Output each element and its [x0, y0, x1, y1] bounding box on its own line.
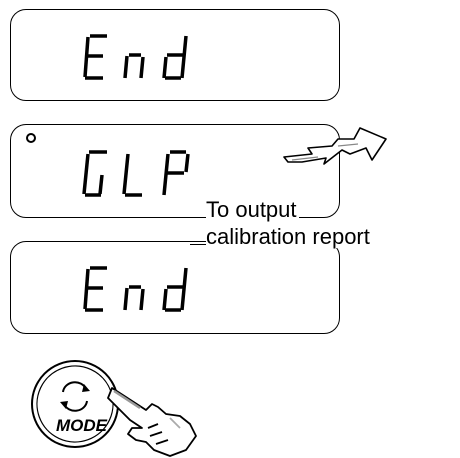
- signal-arrow-icon: [283, 127, 387, 165]
- caption-line-2: calibration report: [206, 224, 372, 249]
- caption-line-1: To output: [206, 197, 299, 222]
- leader-line-top: [140, 217, 206, 218]
- cycle-arrows-icon: [60, 381, 90, 412]
- lcd-text-end-bottom: [83, 266, 188, 312]
- mode-button[interactable]: MODE: [30, 358, 280, 458]
- lcd-text-end-top: [83, 34, 188, 80]
- lcd-text-glp: [82, 150, 190, 197]
- mode-button-label: MODE: [56, 416, 108, 435]
- stable-indicator-icon: [26, 133, 36, 143]
- lcd-display-end-top: [10, 9, 340, 101]
- leader-line-bottom: [190, 244, 206, 245]
- lcd-display-end-bottom: [10, 241, 340, 334]
- pointing-hand-icon: [107, 387, 197, 457]
